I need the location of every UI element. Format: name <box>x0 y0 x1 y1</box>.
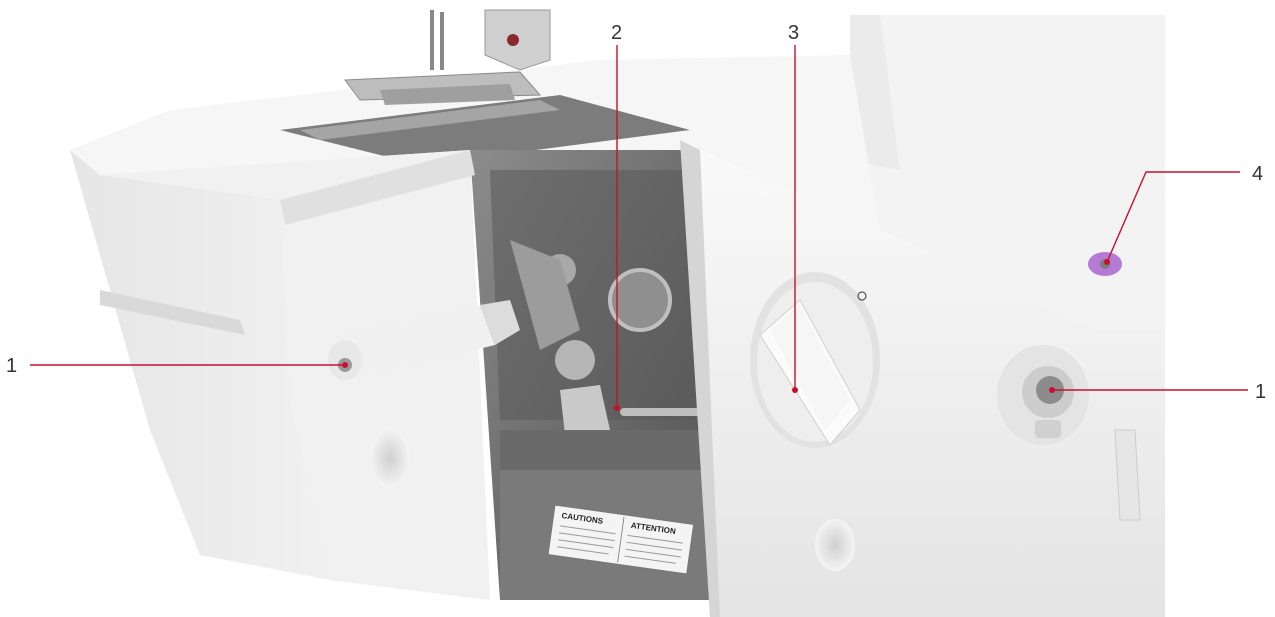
cover-guide-socket-right <box>997 345 1141 521</box>
leader-2-dot <box>614 405 620 411</box>
cover-guide-pin-left <box>328 300 520 380</box>
callout-leaders <box>30 45 1248 411</box>
caution-label: CAUTIONS ATTENTION <box>547 504 695 575</box>
front-cover-open <box>70 150 490 600</box>
panel-access-hole-lower <box>815 519 855 571</box>
front-side-panel <box>680 140 1165 617</box>
machine-bed-top <box>70 55 880 230</box>
looper-mechanism <box>470 150 720 600</box>
callout-3-number: 3 <box>788 22 799 44</box>
callout-2-number: 2 <box>611 22 622 44</box>
leader-3-dot <box>792 387 798 393</box>
callout-numbers: 1 2 3 4 1 <box>6 22 1266 403</box>
leader-1-left-dot <box>342 362 348 368</box>
callout-1-right-number: 1 <box>1255 381 1266 403</box>
leader-1-right-dot <box>1049 387 1055 393</box>
looper-selection-knob <box>750 272 880 448</box>
presser-foot-assembly <box>344 9 551 105</box>
leader-4-dot <box>1104 259 1110 265</box>
callout-4-number: 4 <box>1252 163 1263 185</box>
callout-1-left-number: 1 <box>6 355 17 377</box>
leader-4 <box>1106 171 1240 263</box>
